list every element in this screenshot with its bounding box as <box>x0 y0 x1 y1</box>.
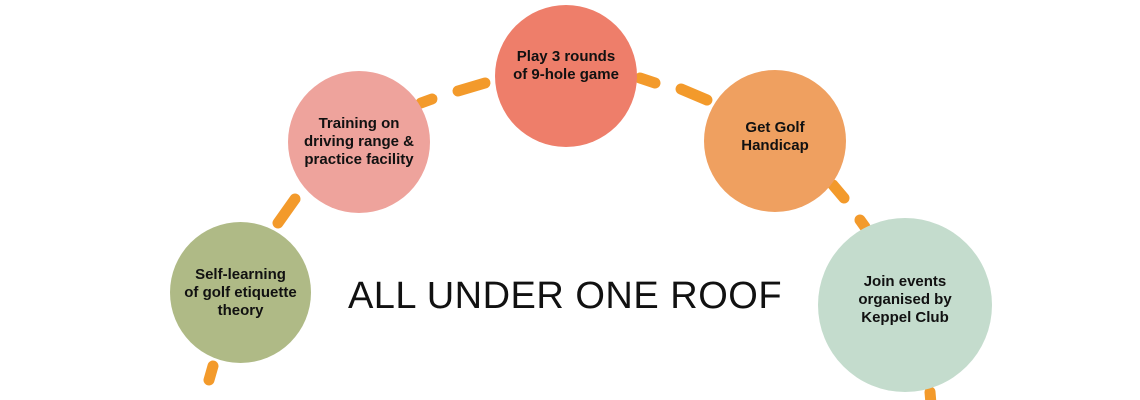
path-dash <box>634 72 661 89</box>
path-dash <box>924 386 937 400</box>
step-label: Get Golf Handicap <box>741 119 809 154</box>
path-dash <box>854 214 871 233</box>
path-dash <box>452 77 491 97</box>
step-play-rounds: Play 3 rounds of 9-hole game <box>495 5 637 147</box>
diagram-title: ALL UNDER ONE ROOF <box>347 275 783 317</box>
path-dash <box>415 93 438 109</box>
step-join-events: Join events organised by Keppel Club <box>818 218 992 392</box>
path-dash <box>203 360 219 386</box>
step-label: Training on driving range & practice fac… <box>303 115 415 168</box>
path-dash <box>827 179 850 204</box>
step-training: Training on driving range & practice fac… <box>288 71 430 213</box>
step-label: Play 3 rounds of 9-hole game <box>513 48 619 83</box>
path-dash <box>675 83 713 106</box>
step-self-learning: Self-learning of golf etiquette theory <box>170 222 311 363</box>
path-dash <box>272 193 301 229</box>
step-label: Join events organised by Keppel Club <box>858 273 952 326</box>
step-golf-handicap: Get Golf Handicap <box>704 70 846 212</box>
step-label: Self-learning of golf etiquette theory <box>184 265 297 319</box>
